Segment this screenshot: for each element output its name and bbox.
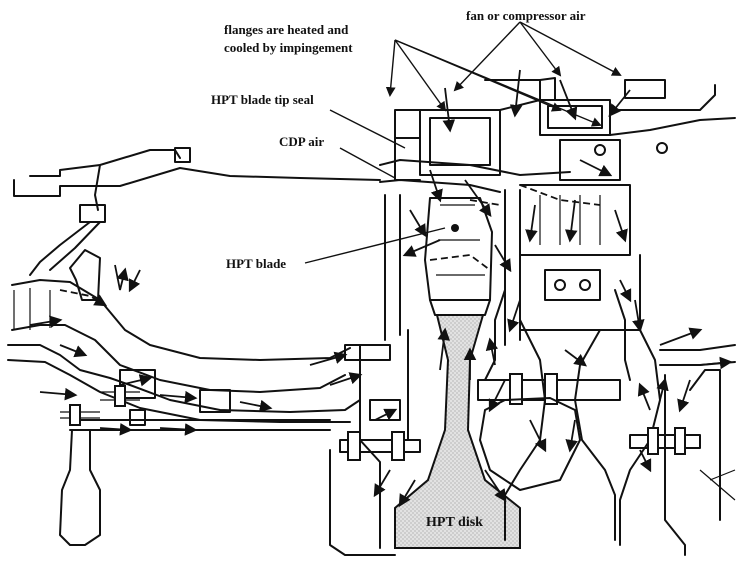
left-bolts [60, 385, 140, 426]
stage1-casing-flanges [394, 77, 556, 181]
cooling-flow-arrows [29, 69, 733, 508]
combustor-outer-casing [13, 147, 381, 276]
stage2-vane-and-blade [519, 184, 641, 331]
fan-air-label: fan or compressor air [466, 8, 586, 23]
hpt-blade-label: HPT blade [226, 256, 286, 271]
flanges-label-line2: cooled by impingement [224, 40, 353, 55]
cdp-air-label: CDP air [279, 134, 324, 149]
flanges-label-line1: flanges are heated and [224, 22, 349, 37]
label-leader-lines [304, 21, 622, 264]
hpt-disk-label: HPT disk [426, 515, 483, 530]
stage2-casing-flanges [539, 79, 736, 181]
hpt-blade [424, 197, 493, 316]
tip-seal-label: HPT blade tip seal [211, 92, 314, 107]
combustor-inner-casing [7, 344, 361, 546]
hpt-disk [394, 314, 521, 549]
